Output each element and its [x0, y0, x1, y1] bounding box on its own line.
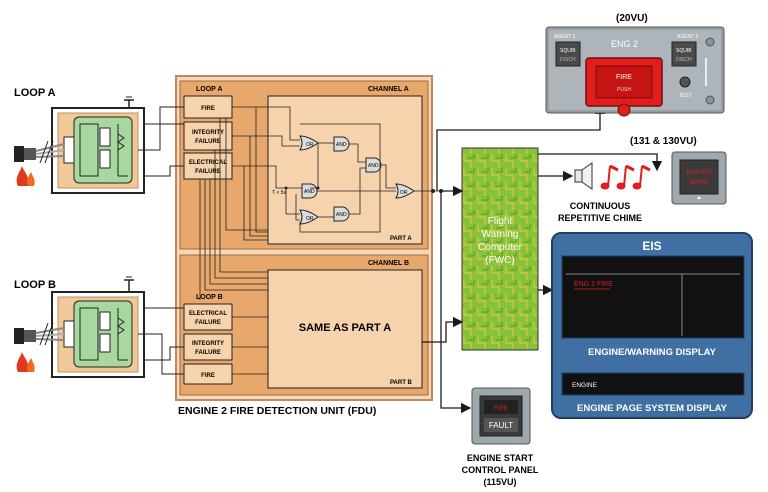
- fwc-line4: (FWC): [485, 255, 514, 266]
- and-gate-3: [301, 183, 318, 199]
- sd-text: ENGINE: [572, 382, 598, 389]
- gate-or-2-label: OR: [306, 216, 314, 222]
- a-electrical-line2: FAILURE: [195, 169, 221, 175]
- gate-and-1-label: AND: [336, 142, 347, 148]
- speaker-icon: [574, 162, 593, 190]
- fire-pb-push: PUSH: [617, 87, 631, 93]
- channel-b-label: CHANNEL B: [368, 260, 409, 267]
- a-electrical-line1: ELECTRICAL: [189, 160, 227, 166]
- chime-line1: CONTINUOUS: [570, 201, 631, 211]
- fire-pb-text: FIRE: [616, 74, 632, 81]
- agent2-label: AGENT 2: [677, 34, 699, 40]
- loop-a-connector-icon: [14, 140, 65, 164]
- system-display: [561, 372, 745, 396]
- b-integrity-line2: FAILURE: [195, 350, 221, 356]
- loop-a-sensor: LOOP A: [14, 87, 145, 194]
- engine-start-panel: FIRE FAULT ENGINE START CONTROL PANEL (1…: [462, 387, 539, 487]
- master-warning-panel: (131 & 130VU) MASTER WARN: [630, 136, 727, 205]
- fire-pb-guard-ring: [617, 103, 631, 117]
- music-notes-icon: [600, 164, 651, 190]
- fdu-loop-a-label: LOOP A: [196, 86, 222, 93]
- agent1-disch: DISCH: [560, 57, 576, 63]
- agent2-squib-button[interactable]: [671, 41, 697, 67]
- part-a-label: PART A: [390, 236, 412, 242]
- loop-b-connector-icon: [14, 322, 65, 346]
- loop-b-label: LOOP B: [14, 279, 56, 291]
- chime-line2: REPETITIVE CHIME: [558, 213, 642, 223]
- panel20-ref: (20VU): [616, 13, 648, 24]
- loop-a-label: LOOP A: [14, 87, 56, 99]
- a-integrity-line2: FAILURE: [195, 139, 221, 145]
- b-electrical-line1: ELECTRICAL: [189, 311, 227, 317]
- fwc-line3: Computer: [478, 242, 523, 253]
- b-integrity-line1: INTEGRITY: [192, 341, 224, 347]
- start-panel-line3: (115VU): [483, 477, 516, 487]
- loop-a-flame-icon: [16, 166, 35, 186]
- b-electrical-line2: FAILURE: [195, 320, 221, 326]
- b-fire-box: FIRE: [201, 373, 215, 379]
- ewd-label: ENGINE/WARNING DISPLAY: [588, 347, 717, 358]
- gate-or-1-label: OR: [306, 142, 314, 148]
- gate-or-3-label: OR: [400, 190, 408, 196]
- fwc-line2: Warning: [482, 229, 519, 240]
- eis-title: EIS: [642, 239, 661, 253]
- gate-and-2-label: AND: [368, 163, 379, 169]
- start-fire-text: FIRE: [494, 406, 508, 412]
- fdu-title: ENGINE 2 FIRE DETECTION UNIT (FDU): [178, 405, 376, 417]
- agent2-disch: DISCH: [676, 57, 692, 63]
- or-gate-2: [299, 209, 319, 225]
- and-gate-1: [333, 136, 350, 152]
- and-gate-4: [333, 206, 350, 222]
- loop-b-sensor: LOOP B: [14, 276, 145, 378]
- master-warn-line2: WARN: [690, 180, 708, 186]
- or-gate-1: [299, 135, 319, 151]
- eis-panel: EIS ENG 2 FIRE ENGINE/WARNING DISPLAY EN…: [551, 232, 753, 419]
- and-gate-2: [365, 157, 382, 173]
- engine-fire-panel-20vu: (20VU) AGENT 1 AGENT 2 ENG 2 SQUIB DISCH…: [545, 13, 725, 117]
- channel-a-label: CHANNEL A: [368, 86, 409, 93]
- or-gate-3: [395, 183, 415, 199]
- a-fire-box: FIRE: [201, 106, 215, 112]
- loop-b-flame-icon: [16, 352, 35, 372]
- agent2-squib: SQUIB: [676, 48, 692, 54]
- flight-warning-computer: Flight Warning Computer (FWC): [461, 147, 539, 351]
- same-as-part-a: SAME AS PART A: [299, 322, 392, 334]
- master-warn-line1: MASTER: [686, 170, 712, 176]
- agent1-label: AGENT 1: [554, 34, 576, 40]
- sd-label: ENGINE PAGE SYSTEM DISPLAY: [577, 403, 728, 414]
- fdu-loop-b-label: LOOP B: [196, 294, 223, 301]
- chime-indicator: CONTINUOUS REPETITIVE CHIME: [558, 162, 651, 223]
- loop-wiring: [138, 106, 184, 375]
- agent1-squib-button[interactable]: [555, 41, 581, 67]
- start-panel-line1: ENGINE START: [467, 453, 534, 463]
- test-label: TEST: [679, 93, 692, 99]
- master-warning-button[interactable]: [679, 159, 719, 195]
- agent1-squib: SQUIB: [560, 48, 576, 54]
- gate-and-4-label: AND: [336, 212, 347, 218]
- panel131-ref: (131 & 130VU): [630, 136, 697, 147]
- ewd-warning-text: ENG 2 FIRE: [574, 281, 613, 288]
- fwc-line1: Flight: [488, 216, 513, 227]
- test-button[interactable]: [679, 76, 691, 88]
- gate-and-3-label: AND: [304, 189, 315, 195]
- fire-detection-unit: CHANNEL A LOOP A PART A FIRE INTEGRITY F…: [175, 75, 445, 417]
- start-fault-text: FAULT: [489, 421, 513, 430]
- output-wiring: [422, 103, 663, 414]
- timer-label: T < 5s: [272, 190, 286, 196]
- engine-warning-display: [561, 255, 745, 339]
- start-panel-line2: CONTROL PANEL: [462, 465, 539, 475]
- a-integrity-line1: INTEGRITY: [192, 130, 224, 136]
- part-b-label: PART B: [390, 380, 413, 386]
- eng2-label: ENG 2: [611, 39, 638, 49]
